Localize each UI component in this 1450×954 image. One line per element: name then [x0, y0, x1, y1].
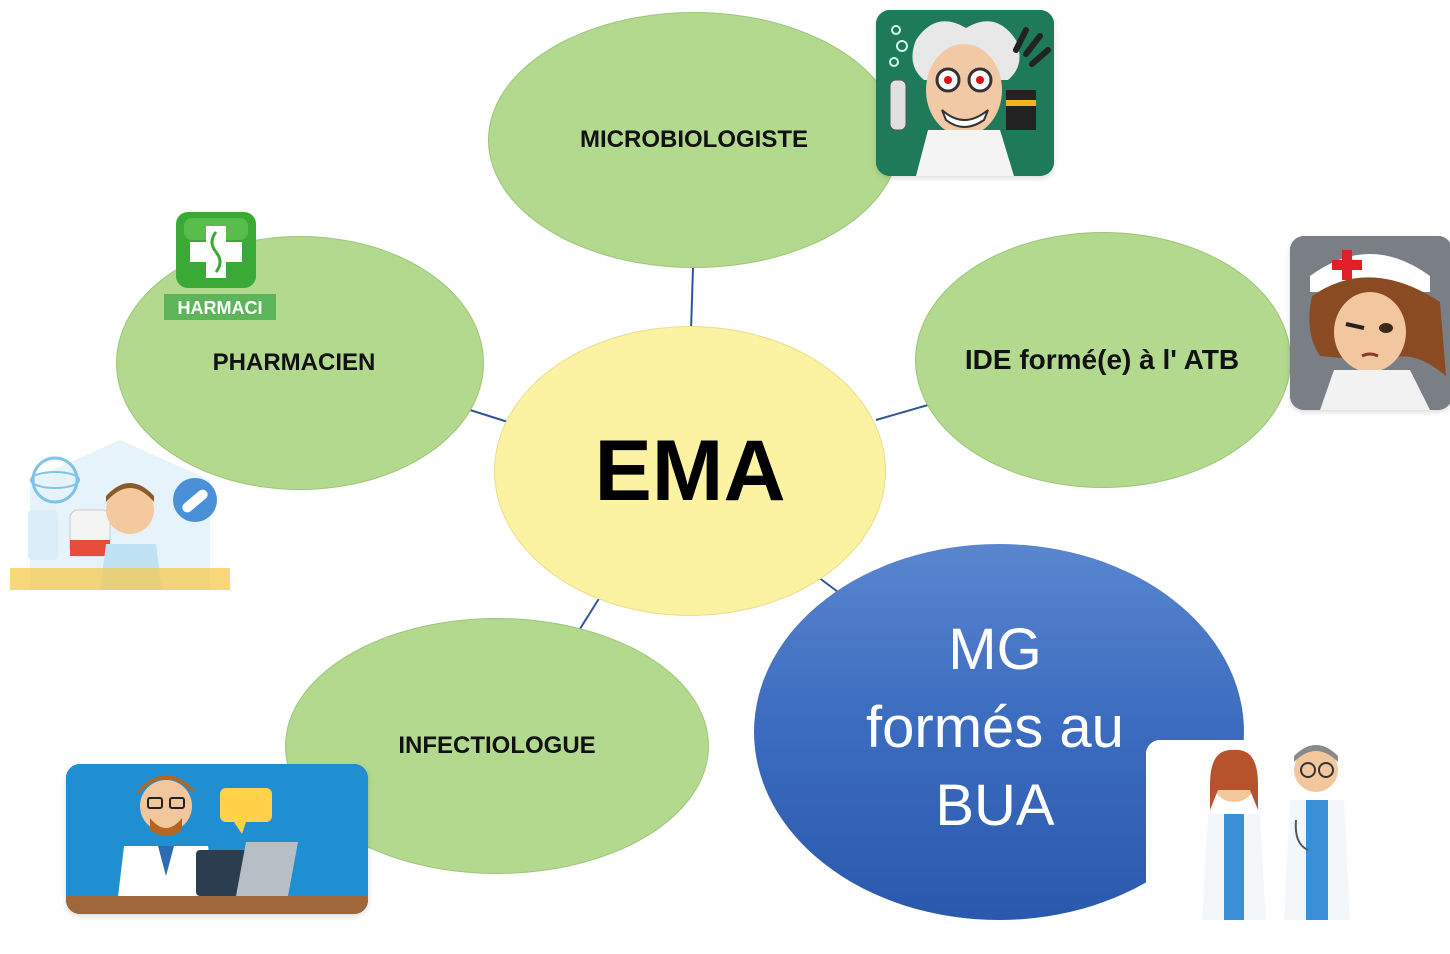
doctor-laptop-image	[66, 764, 368, 914]
node-ide-label: IDE formé(e) à l' ATB	[964, 344, 1240, 375]
mad-scientist-image	[876, 10, 1054, 176]
two-doctors-icon	[1146, 740, 1406, 920]
node-mg-line1: MG	[948, 617, 1042, 682]
pharmacy-cross-icon	[164, 212, 276, 320]
connector-mg	[817, 576, 839, 593]
node-ide: IDE formé(e) à l' ATB	[915, 232, 1291, 488]
nurse-image	[1290, 236, 1450, 410]
node-ema-center: EMA	[494, 326, 886, 616]
connector-ide	[875, 404, 929, 421]
pharmacist-icon	[10, 440, 230, 590]
two-doctors-image	[1146, 740, 1406, 920]
pharmacist-image	[10, 440, 230, 590]
node-ema-label: EMA	[594, 422, 786, 519]
node-infectiologue-label: INFECTIOLOGUE	[398, 732, 596, 759]
node-microbiologiste: MICROBIOLOGISTE	[488, 12, 900, 268]
node-microbiologiste-label: MICROBIOLOGISTE	[580, 126, 808, 153]
doctor-laptop-icon	[66, 764, 368, 914]
pharmacy-sign-image: HARMACI	[164, 210, 276, 322]
pharmacy-sign-text: HARMACI	[177, 298, 263, 318]
connector-microbiologiste	[690, 267, 694, 331]
node-pharmacien-label: PHARMACIEN	[212, 349, 376, 376]
node-mg-line2: formés au	[866, 695, 1124, 760]
nurse-icon	[1290, 236, 1450, 410]
connector-infectiologue	[577, 596, 601, 633]
node-mg: MG formés au BUA	[754, 544, 1244, 920]
node-mg-line3: BUA	[935, 773, 1055, 838]
mad-scientist-icon	[876, 10, 1054, 176]
connector-pharmacien	[469, 409, 509, 423]
